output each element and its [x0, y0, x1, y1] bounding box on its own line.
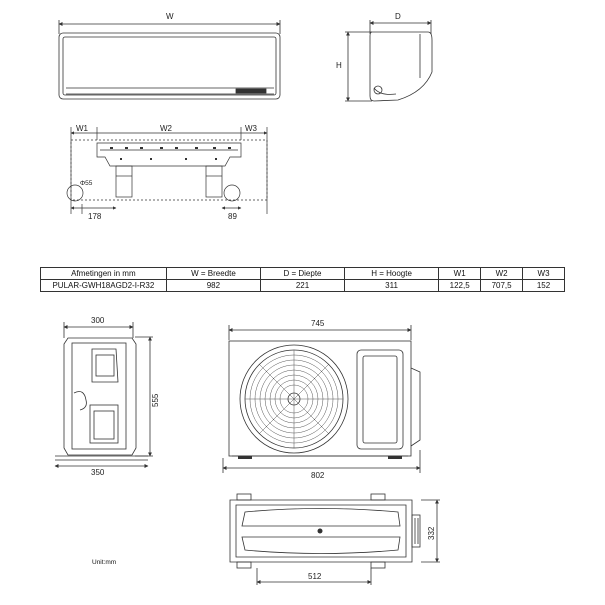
- table-cell: 152: [522, 279, 565, 292]
- indoor-width-label: W: [166, 12, 174, 21]
- outdoor-total-width-label: 802: [311, 471, 325, 480]
- indoor-unit-side-view: [345, 20, 433, 102]
- table-header-cell: H = Hoogte: [343, 267, 440, 280]
- outdoor-fan-grille: [245, 350, 343, 448]
- indoor-depth-label: D: [395, 12, 401, 21]
- table-cell: 311: [343, 279, 440, 292]
- outdoor-feet: [238, 456, 402, 459]
- outdoor-foot-spacing-label: 512: [308, 572, 322, 581]
- outdoor-foot-width-label: 350: [91, 468, 105, 477]
- outdoor-unit-top-view: [229, 493, 440, 585]
- outdoor-unit-side-view: [54, 322, 153, 468]
- outdoor-height-label: 555: [151, 393, 160, 407]
- mounting-plate-view: [66, 127, 268, 214]
- table-cell: PULAR-GWH18AGD2-I-R32: [40, 279, 167, 292]
- indoor-height-label: H: [336, 61, 342, 70]
- table-header-cell: Afmetingen in mm: [40, 267, 167, 280]
- outdoor-depth-label: 332: [427, 526, 436, 540]
- table-header-cell: D = Diepte: [260, 267, 345, 280]
- unit-note: Unit:mm: [92, 559, 117, 566]
- dimensions-table: Afmetingen in mm W = Breedte D = Diepte …: [40, 267, 565, 292]
- table-header-cell: W3: [522, 267, 565, 280]
- table-header-cell: W1: [438, 267, 482, 280]
- w2-label: W2: [160, 124, 173, 133]
- w1-label: W1: [76, 124, 89, 133]
- table-cell: 982: [165, 279, 262, 292]
- mounting-plate-holes: [110, 147, 231, 160]
- table-cell: 122,5: [438, 279, 482, 292]
- table-header-cell: W = Breedte: [165, 267, 262, 280]
- outdoor-top-logo: [317, 528, 323, 534]
- table-cell: 221: [260, 279, 345, 292]
- outdoor-side-width-label: 300: [91, 316, 105, 325]
- right-offset-label: 89: [228, 212, 237, 221]
- table-row: PULAR-GWH18AGD2-I-R32 982 221 311 122,5 …: [40, 279, 565, 292]
- table-header-row: Afmetingen in mm W = Breedte D = Diepte …: [40, 267, 565, 280]
- outdoor-front-width-label: 745: [311, 319, 325, 328]
- pipe-diameter-label: Φ55: [80, 180, 93, 187]
- left-offset-label: 178: [88, 212, 102, 221]
- w3-label: W3: [245, 124, 258, 133]
- indoor-unit-front-view: [58, 20, 281, 100]
- table-header-cell: W2: [480, 267, 524, 280]
- table-cell: 707,5: [480, 279, 524, 292]
